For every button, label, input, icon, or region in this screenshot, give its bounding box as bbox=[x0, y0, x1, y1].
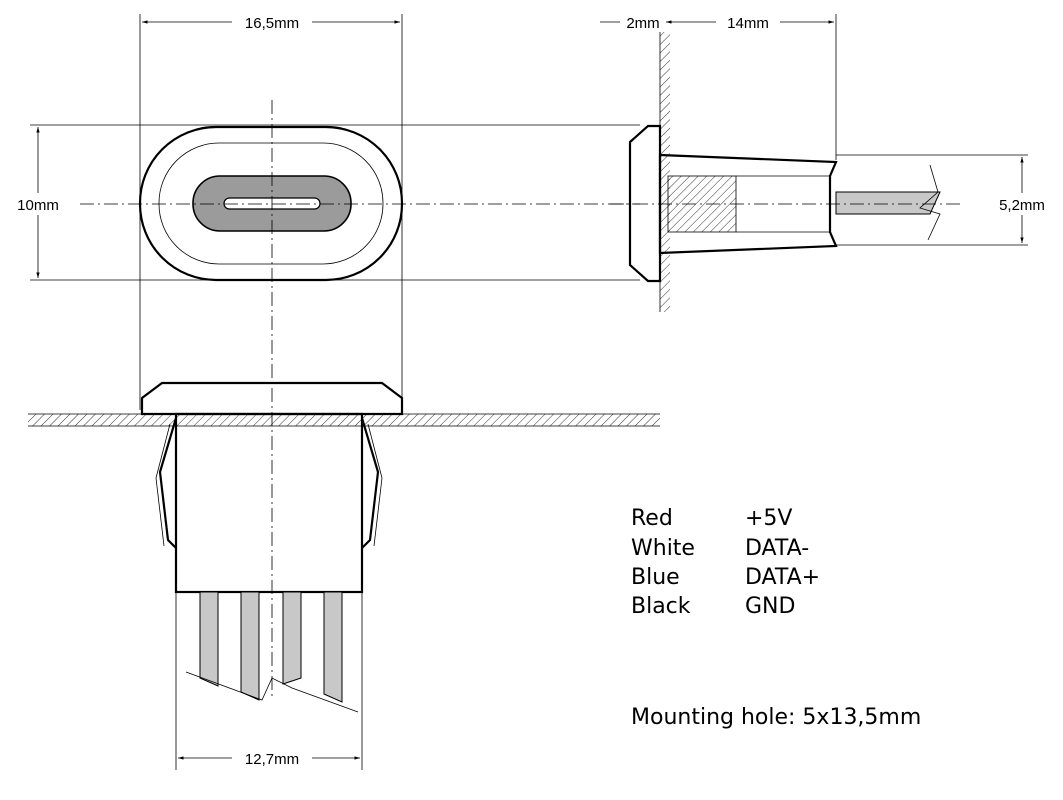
connector-inner-ring bbox=[158, 142, 384, 265]
wire-2 bbox=[240, 591, 260, 701]
side-flange bbox=[628, 124, 662, 283]
dim-label-bg bbox=[620, 12, 666, 32]
wiring-legend: Red +5V White DATA- Blue DATA+ Black GND bbox=[631, 506, 820, 619]
dim-label-body: 14mm bbox=[727, 15, 769, 32]
legend-color-black: Black bbox=[631, 594, 691, 619]
mounting-hole-note: Mounting hole: 5x13,5mm bbox=[631, 705, 921, 730]
legend-color-white: White bbox=[631, 536, 695, 561]
dim-label-bg bbox=[990, 193, 1060, 215]
right-clip bbox=[360, 417, 380, 549]
side-cable bbox=[835, 191, 941, 215]
bottom-flange bbox=[140, 381, 404, 416]
bottom-view: 12,7mm bbox=[28, 381, 660, 770]
bottom-body bbox=[174, 412, 364, 594]
wire-break-mark bbox=[185, 671, 359, 713]
legend-signal-data-minus: DATA- bbox=[745, 536, 809, 561]
dim-label-bg bbox=[6, 193, 68, 215]
dim-label-height-left: 10mm bbox=[17, 197, 59, 214]
legend-signal-data-plus: DATA+ bbox=[745, 565, 820, 590]
dim-label-bg bbox=[232, 12, 312, 32]
dim-label-flange: 2mm bbox=[626, 15, 659, 32]
side-view: 2mm 14mm 5,2mm bbox=[600, 12, 1060, 312]
right-clip-inner bbox=[367, 423, 383, 547]
wire-4 bbox=[323, 591, 343, 703]
wire-1 bbox=[199, 591, 219, 687]
wires bbox=[185, 591, 359, 713]
wire-3 bbox=[282, 591, 302, 685]
dim-label-cable: 5,2mm bbox=[999, 197, 1045, 214]
dim-label-width-top: 16,5mm bbox=[245, 15, 299, 32]
dim-label-bottom-width: 12,7mm bbox=[245, 751, 299, 768]
legend-signal-5v: +5V bbox=[745, 506, 792, 531]
left-clip-inner bbox=[155, 423, 171, 547]
panel-wall-hatch bbox=[660, 32, 670, 312]
panel-hatch bbox=[28, 414, 660, 426]
legend-color-red: Red bbox=[631, 506, 673, 531]
left-clip bbox=[158, 417, 178, 549]
dim-label-bg bbox=[232, 748, 312, 768]
front-view: 16,5mm 10mm bbox=[6, 12, 640, 700]
dim-label-bg bbox=[716, 12, 780, 32]
legend-color-blue: Blue bbox=[631, 565, 680, 590]
connector-outer-shell bbox=[138, 125, 404, 282]
legend-signal-gnd: GND bbox=[745, 594, 795, 619]
cable-break-mark bbox=[919, 164, 941, 241]
